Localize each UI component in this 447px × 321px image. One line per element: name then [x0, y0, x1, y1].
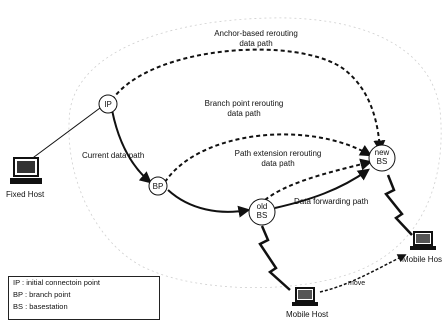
anchor-path-label-line2: data path	[239, 39, 272, 48]
anchor-rerouting-path	[111, 48, 386, 153]
network-cloud-outline	[68, 17, 442, 289]
current-path-ip-bp	[111, 109, 152, 184]
fixed-host-link	[29, 107, 101, 161]
forwarding-path	[274, 168, 370, 209]
legend-item-ip: IP : initial connectoin point	[13, 278, 101, 287]
new-bs-label-line2: BS	[377, 157, 388, 166]
legend-item-bs: BS : basestation	[13, 302, 68, 311]
branch-path-label-line1: Branch point rerouting	[205, 99, 284, 108]
wireless-link-newbs	[384, 174, 413, 236]
mobile-host-bottom-label: Mobile Host	[286, 310, 329, 319]
current-path-bp-oldbs	[167, 189, 251, 218]
ip-label: IP	[104, 100, 112, 109]
branch-rerouting-path	[164, 133, 373, 183]
old-bs-label-line2: BS	[257, 211, 268, 220]
anchor-path-label-line1: Anchor-based rerouting	[214, 29, 298, 38]
mobile-host-right-label: Mobile Hos	[402, 255, 442, 264]
legend-item-bp: BP : branch point	[13, 290, 71, 299]
bp-node	[148, 176, 168, 196]
old-bs-label-line1: old	[257, 202, 268, 211]
old-bs-node	[248, 198, 276, 226]
move-label: move	[348, 280, 365, 287]
legend: IP : initial connectoin point BP : branc…	[8, 276, 160, 320]
extension-path-label-line1: Path extension rerouting	[235, 149, 322, 158]
branch-path-label-line2: data path	[227, 109, 260, 118]
move-arrow	[319, 254, 407, 293]
mobile-host-bottom-icon	[292, 287, 318, 306]
extension-path-label-line2: data path	[261, 159, 294, 168]
new-bs-label-line1: new	[375, 148, 390, 157]
ip-node	[98, 94, 118, 114]
fixed-host-label: Fixed Host	[6, 190, 45, 199]
bp-label: BP	[153, 182, 164, 191]
mobile-host-right-icon	[410, 231, 436, 250]
fixed-host-computer-icon	[10, 157, 42, 184]
current-path-label: Current data path	[82, 151, 144, 160]
forwarding-path-label: Data forwarding path	[294, 197, 368, 206]
wireless-link-oldbs	[258, 225, 291, 291]
extension-rerouting-path	[264, 158, 373, 201]
new-bs-node	[368, 144, 396, 172]
